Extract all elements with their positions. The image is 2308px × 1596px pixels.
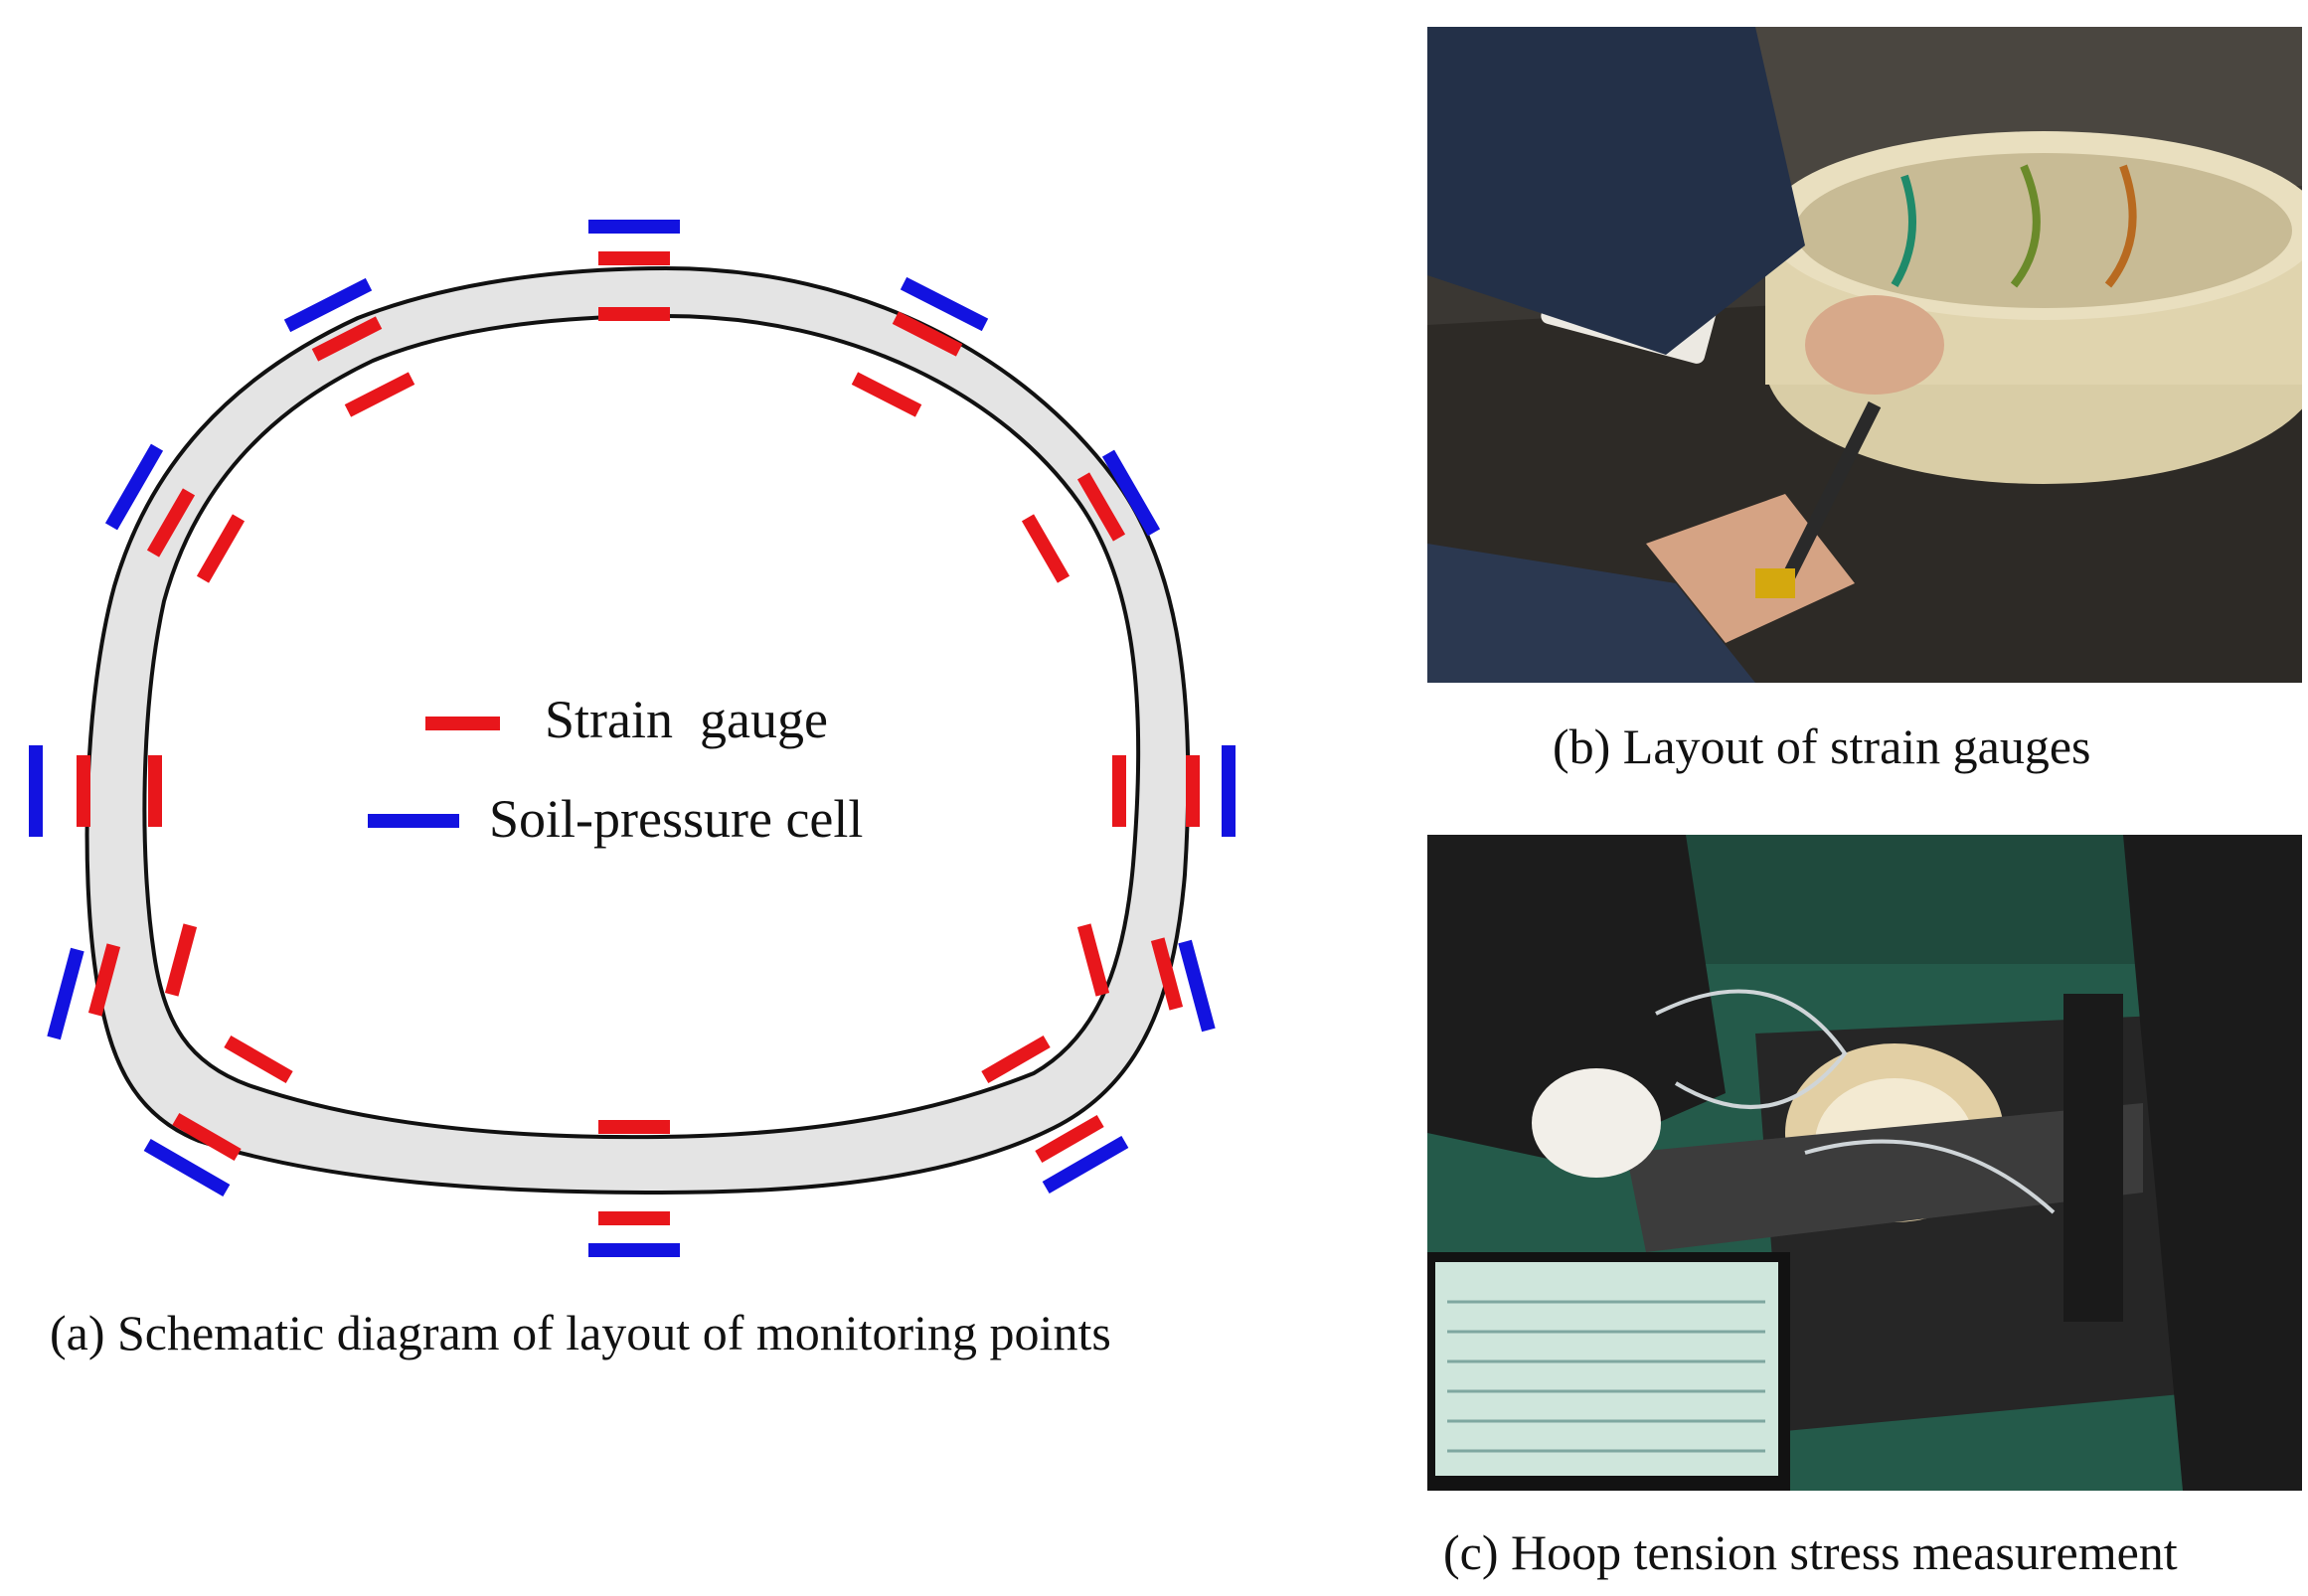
- marker-group: [29, 220, 1236, 1257]
- lining-cross-section: [84, 265, 1191, 1196]
- soil-pressure-cell-marker-29: [143, 1138, 231, 1197]
- strain-gauge-marker-9: [196, 514, 246, 583]
- tunnel-lining: [84, 265, 1191, 1196]
- strain-gauge-marker-13: [1076, 472, 1126, 542]
- soil-pressure-cell-marker-14: [1101, 449, 1161, 537]
- caption-panel-b: (b) Layout of strain gauges: [1553, 718, 2091, 774]
- monitoring-layout-diagram: Strain gauge Soil-pressure cell: [29, 220, 1236, 1257]
- strain-gauge-marker-12: [1021, 514, 1071, 583]
- soil-pressure-cell-marker-23: [47, 947, 84, 1040]
- caption-panel-a: (a) Schematic diagram of layout of monit…: [50, 1305, 1111, 1360]
- caption-panel-c: (c) Hoop tension stress measurement: [1443, 1524, 2178, 1580]
- strain-gauge-marker-24: [1076, 923, 1110, 997]
- strain-gauge-marker-28: [172, 1112, 242, 1162]
- strain-gauge-marker-27: [224, 1035, 293, 1084]
- strain-gauge-marker-10: [146, 488, 196, 558]
- soil-pressure-cell-marker-26: [1178, 939, 1216, 1033]
- strain-gauge-marker-25: [1150, 937, 1184, 1011]
- soil-pressure-cell-marker-32: [1042, 1135, 1129, 1195]
- legend-label-soil-pressure-cell: Soil-pressure cell: [489, 789, 863, 849]
- legend-label-strain-gauge: Strain gauge: [545, 690, 828, 749]
- photo-hoop-tension-measurement: [1427, 835, 2302, 1491]
- legend: Strain gauge Soil-pressure cell: [368, 690, 863, 849]
- soil-pressure-cell-marker-5: [283, 277, 373, 333]
- photo-strain-gauge-installation: [1427, 27, 2302, 683]
- strain-gauge-marker-30: [981, 1035, 1051, 1084]
- strain-gauge-marker-7: [892, 311, 963, 357]
- strain-gauge-marker-3: [344, 372, 415, 417]
- soil-pressure-cell-marker-11: [104, 443, 164, 531]
- soil-pressure-cell-marker-8: [900, 276, 989, 332]
- strain-gauge-marker-6: [851, 372, 922, 417]
- strain-gauge-marker-22: [87, 943, 121, 1017]
- strain-gauge-marker-21: [164, 923, 198, 997]
- strain-gauge-marker-31: [1035, 1114, 1104, 1164]
- strain-gauge-marker-4: [311, 316, 383, 362]
